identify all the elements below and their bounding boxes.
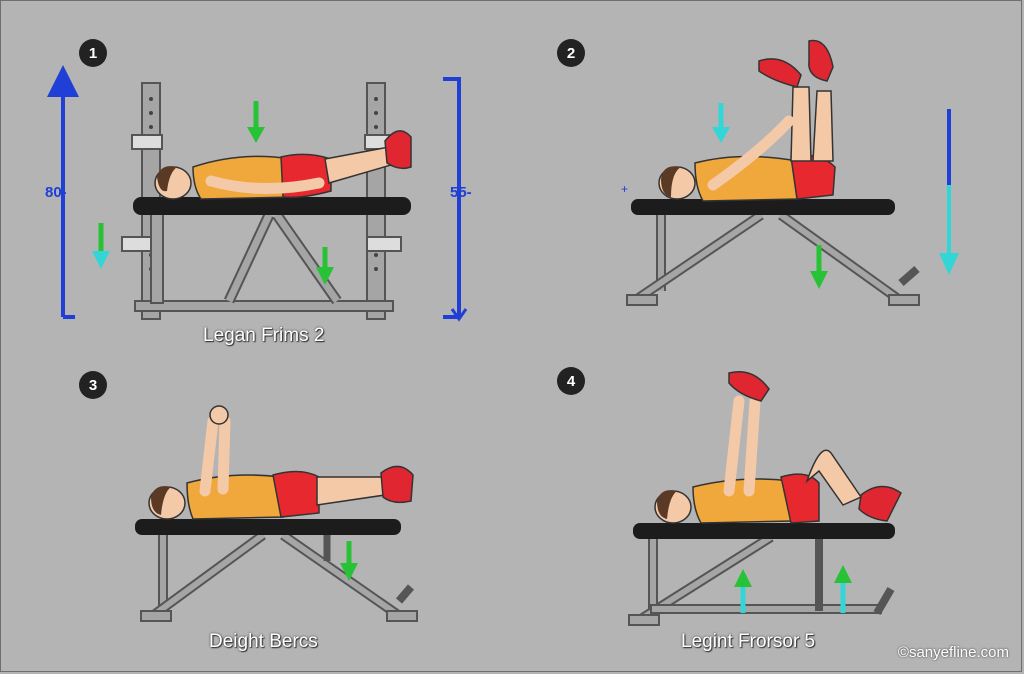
panel-2-figure: + (621, 39, 959, 306)
panel-4-caption: Legint Frorsor 5 (681, 631, 816, 652)
panel-3-caption: Deight Bercs (209, 631, 318, 652)
panel-1-caption: Legan Frims 2 (203, 325, 325, 346)
svg-text:+: + (621, 182, 628, 196)
step-4-badge: 4 (557, 367, 585, 395)
panel-1-figure (47, 65, 468, 322)
panel-4-figure (628, 371, 902, 626)
depth-measure-label: 55- (450, 184, 472, 201)
step-1-badge: 1 (79, 39, 107, 67)
height-measure-label: 80- (45, 184, 67, 201)
watermark-text: ©sanyefline.com (897, 644, 1009, 661)
step-3-badge: 3 (79, 371, 107, 399)
step-2-badge: 2 (557, 39, 585, 67)
panel-3-figure (135, 405, 418, 622)
